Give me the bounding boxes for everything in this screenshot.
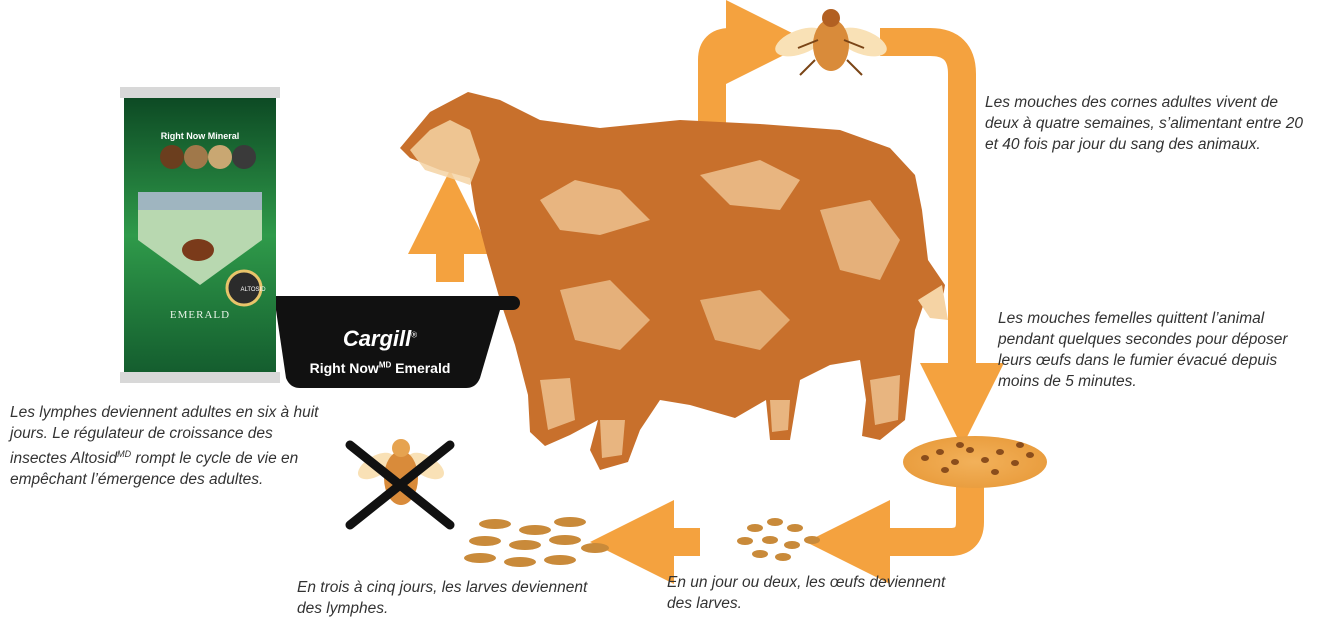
arrow-manure-to-eggs — [848, 485, 970, 542]
mineral-bag-label: Right Now Mineral ALTOSID EMERALD — [120, 87, 280, 383]
larvae-cluster — [464, 517, 609, 567]
caption-eggs: En un jour ou deux, les œufs deviennent … — [667, 572, 967, 614]
bag-badge: ALTOSID — [228, 287, 278, 293]
arrow-cow-to-fly — [712, 42, 768, 135]
cow-illustration — [400, 92, 948, 470]
manure-pat — [903, 436, 1047, 488]
feeder-brand: Cargill® — [310, 326, 450, 352]
adult-fly-icon — [771, 9, 890, 75]
bag-title: Right Now Mineral — [120, 131, 280, 141]
caption-lymphs: Les lymphes deviennent adultes en six à … — [10, 402, 320, 490]
bag-product: EMERALD — [120, 309, 280, 321]
eggs-cluster — [737, 518, 820, 561]
crossed-fly-icon — [350, 439, 450, 525]
caption-female-flies: Les mouches femelles quittent l’animal p… — [998, 308, 1318, 392]
feeder-product: Right NowMD Emerald — [270, 360, 490, 376]
caption-adult-flies: Les mouches des cornes adultes vivent de… — [985, 92, 1315, 155]
caption-larvae: En trois à cinq jours, les larves devien… — [297, 577, 597, 619]
